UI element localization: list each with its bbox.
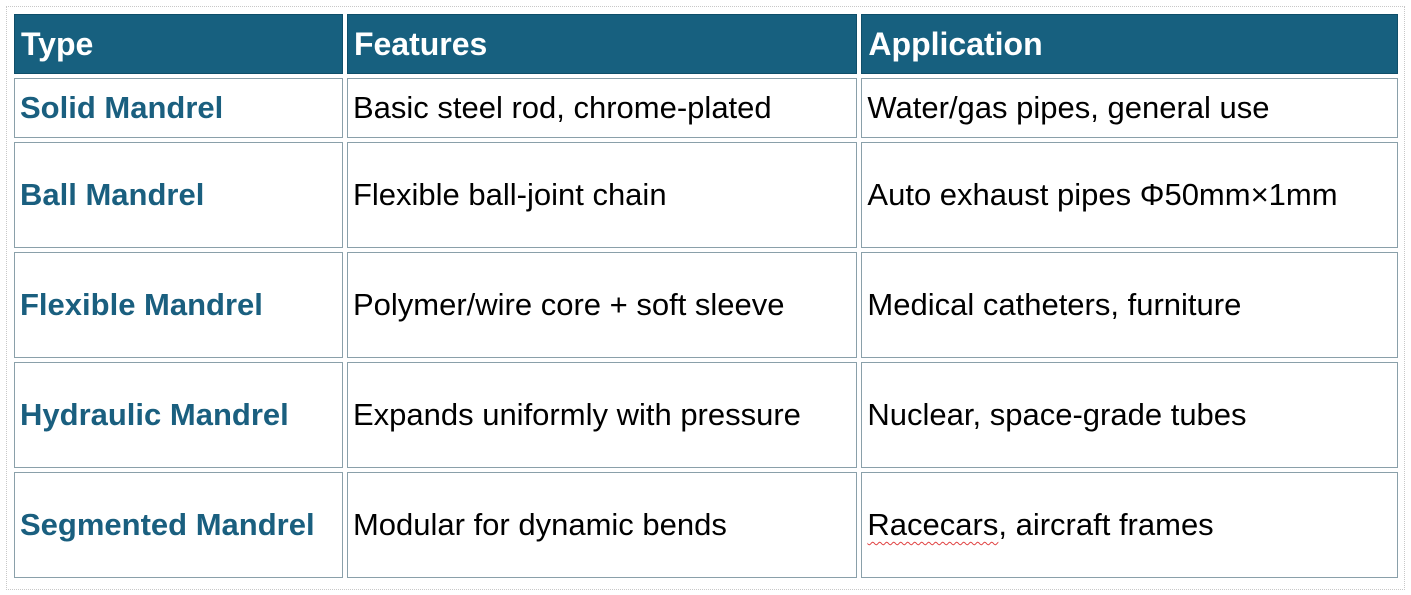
document-page: Type Features Application Solid Mandrel … <box>6 6 1405 590</box>
type-cell: Ball Mandrel <box>14 142 343 248</box>
type-cell: Segmented Mandrel <box>14 472 343 578</box>
table-row: Flexible Mandrel Polymer/wire core + sof… <box>14 252 1398 358</box>
application-cell: Nuclear, space-grade tubes <box>861 362 1398 468</box>
table-row: Solid Mandrel Basic steel rod, chrome-pl… <box>14 78 1398 138</box>
features-cell: Flexible ball-joint chain <box>346 142 858 248</box>
header-application: Application <box>861 14 1398 74</box>
table-row: Segmented Mandrel Modular for dynamic be… <box>14 472 1398 578</box>
application-text: , aircraft frames <box>998 507 1214 542</box>
application-cell: Medical catheters, furniture <box>861 252 1398 358</box>
features-cell: Polymer/wire core + soft sleeve <box>346 252 858 358</box>
application-cell: Racecars, aircraft frames <box>861 472 1398 578</box>
spellcheck-flagged-word[interactable]: Racecars <box>867 507 999 542</box>
table-header-row: Type Features Application <box>14 14 1398 74</box>
table-row: Ball Mandrel Flexible ball-joint chain A… <box>14 142 1398 248</box>
type-cell: Flexible Mandrel <box>14 252 343 358</box>
type-cell: Solid Mandrel <box>14 78 343 138</box>
type-cell: Hydraulic Mandrel <box>14 362 343 468</box>
header-features: Features <box>346 14 858 74</box>
features-cell: Basic steel rod, chrome-plated <box>346 78 858 138</box>
header-type: Type <box>14 14 343 74</box>
application-cell: Auto exhaust pipes Φ50mm×1mm <box>861 142 1398 248</box>
mandrel-types-table: Type Features Application Solid Mandrel … <box>10 10 1402 582</box>
features-cell: Modular for dynamic bends <box>346 472 858 578</box>
application-cell: Water/gas pipes, general use <box>861 78 1398 138</box>
features-cell: Expands uniformly with pressure <box>346 362 858 468</box>
table-row: Hydraulic Mandrel Expands uniformly with… <box>14 362 1398 468</box>
